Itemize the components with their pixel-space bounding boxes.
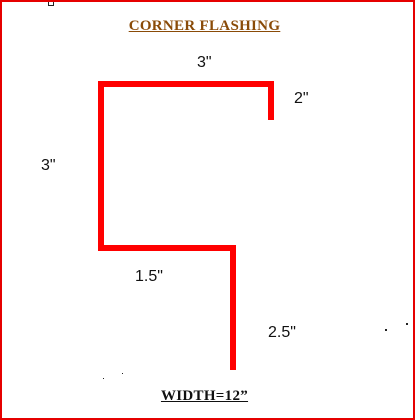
flashing-profile-line <box>98 81 274 370</box>
dimension-bottom-step: 1.5" <box>135 268 163 285</box>
dimension-left: 3" <box>41 157 56 174</box>
scan-speck <box>406 323 408 325</box>
width-label: WIDTH=12” <box>160 388 249 404</box>
dimension-lower-drop: 2.5" <box>268 324 296 341</box>
dimension-top: 3" <box>197 54 212 71</box>
dimension-right-drop: 2" <box>294 90 309 107</box>
scan-speck <box>103 378 104 379</box>
diagram-title: CORNER FLASHING <box>128 18 281 34</box>
corner-mark <box>48 2 54 6</box>
scan-speck <box>385 329 387 331</box>
scan-speck <box>122 373 123 374</box>
